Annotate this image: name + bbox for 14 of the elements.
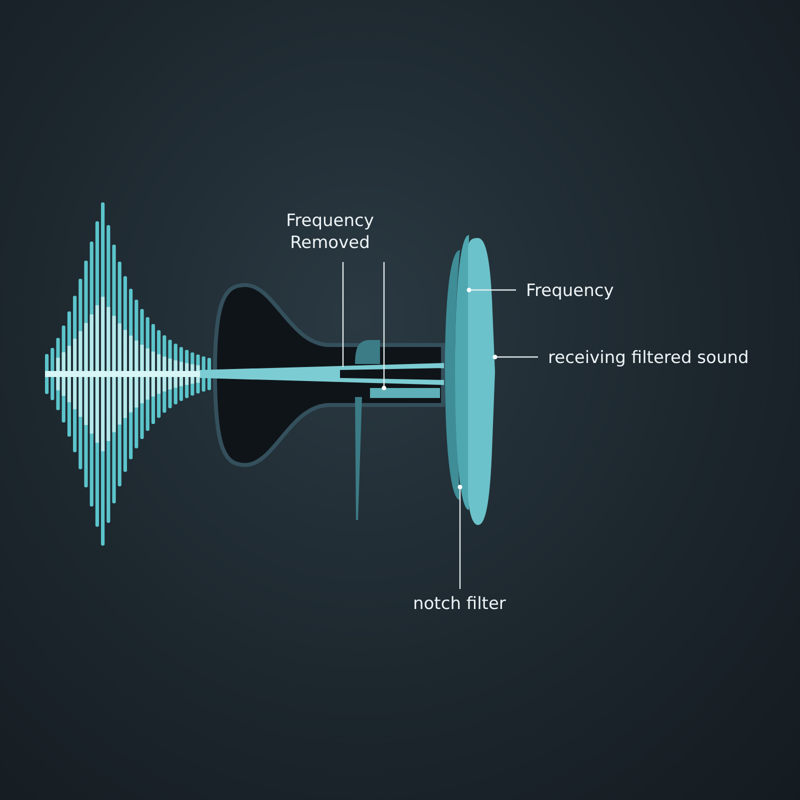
- filter-fin: [468, 238, 495, 525]
- callout-label: notch filter: [413, 593, 506, 615]
- filter-fin: [445, 250, 460, 500]
- filter-plate: [370, 388, 440, 398]
- leader-line: [458, 484, 462, 589]
- callout-label: Frequency: [526, 280, 614, 302]
- callout-label: Frequency Removed: [285, 210, 375, 254]
- filter-fin: [455, 235, 469, 510]
- leader-line: [382, 262, 386, 390]
- leader-line: [492, 354, 538, 360]
- leader-line: [342, 262, 344, 367]
- callout-label: receiving filtered sound: [548, 347, 749, 369]
- filter-tube: [200, 363, 444, 385]
- leader-line: [466, 288, 516, 292]
